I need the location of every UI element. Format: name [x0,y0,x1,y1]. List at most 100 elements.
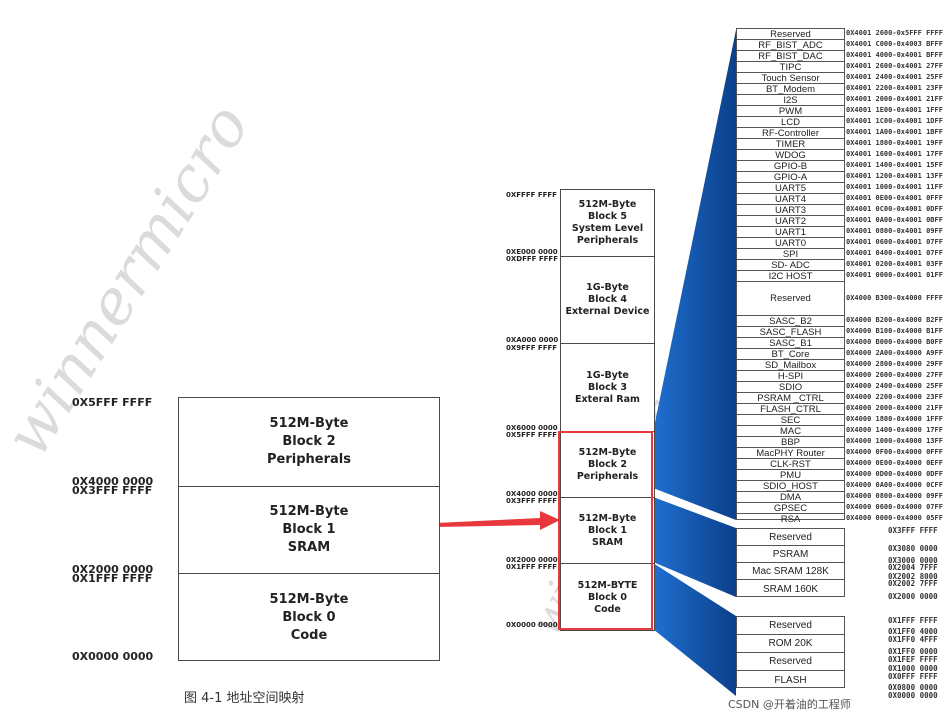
code-row: FLASH [774,674,807,686]
sram-row: Reserved [737,529,844,546]
peripheral-range: 0X4000 0800-0x4000 09FF [846,492,943,500]
sram-addr: 0X3FFF FFFF [888,526,938,535]
peripheral-row: TIPC [737,62,844,73]
left-memory-map: 512M-Byte Block 2 Peripherals 512M-Byte … [178,397,440,661]
code-addr: 0X1000 0000 [888,664,938,673]
peripheral-row: FLASH_CTRL [737,404,844,415]
code-addr: 0X1FFF FFFF [888,616,938,625]
peripheral-range: 0X4000 2800-0x4000 29FF [846,360,943,368]
peripheral-row: UART3 [737,205,844,216]
left-addr: 0X5FFF FFFF [72,396,153,409]
peripheral-row: RSA [780,514,801,525]
sram-addr: 0X2002 7FFF [888,579,938,588]
sram-addr: 0X3080 0000 [888,544,938,553]
peripheral-row: SDIO_HOST [737,481,844,492]
peripheral-range: 0X4000 0D00-0x4000 0DFF [846,470,943,478]
left-addr: 0X2000 0000 [72,563,154,576]
peripheral-range: 0X4001 2000-0x4001 21FF [846,95,943,103]
highlight-frame [558,431,653,630]
peripheral-row: GPSEC [737,503,844,514]
peripheral-row: SEC [737,415,844,426]
peripheral-range: 0X4000 2000-0x4000 21FF [846,404,943,412]
peripheral-row: Reserved [737,29,844,40]
code-addr: 0X1FF0 4000 [888,627,938,636]
peripheral-range: 0X4001 0000-0x4001 01FF [846,271,943,279]
csdn-footer: CSDN @开着油的工程师 [728,696,851,712]
peripheral-row: PMU [737,470,844,481]
peripheral-row: I2S [737,95,844,106]
mid-block-2: 512M-Byte Block 2 Peripherals [561,432,654,498]
sram-row: SRAM 160K [762,583,819,595]
peripheral-row: UART5 [737,183,844,194]
peripheral-row: PSRAM _CTRL [737,393,844,404]
peripheral-row: CLK-RST [737,459,844,470]
peripheral-row: SPI [737,249,844,260]
peripheral-row: BT_Modem [737,84,844,95]
peripheral-range: 0X4000 1800-0x4000 1FFF [846,415,943,423]
peripheral-range: 0X4000 B000-0x4000 B0FF [846,338,943,346]
peripheral-range: 0X4001 1400-0x4001 15FF [846,161,943,169]
code-row: Reserved [737,617,844,635]
peripheral-row: H-SPI [737,371,844,382]
peripheral-range: 0X4000 B100-0x4000 B1FF [846,327,943,335]
peripheral-row: RF_BIST_ADC [737,40,844,51]
peripheral-range: 0X4000 2600-0x4000 27FF [846,371,943,379]
peripheral-row: BBP [737,437,844,448]
code-addr: 0X1FEF FFFF [888,655,938,664]
peripheral-row: Reserved [737,282,844,316]
peripheral-row: UART4 [737,194,844,205]
mid-addr: 0X3FFF FFFF [506,497,558,505]
peripheral-range: 0X4000 1000-0x4000 13FF [846,437,943,445]
peripheral-range: 0X4000 2400-0x4000 25FF [846,382,943,390]
sram-table: Reserved PSRAM Mac SRAM 128K SRAM 160K [736,528,845,597]
peripheral-row: GPIO-B [737,161,844,172]
peripheral-row: UART2 [737,216,844,227]
peripheral-range: 0X4001 1A00-0x4001 1BFF [846,128,943,136]
mid-block-0: 512M-BYTE Block 0 Code [577,580,638,615]
peripheral-row: UART0 [737,238,844,249]
mid-addr: 0XFFFF FFFF [506,191,557,199]
left-block-2: 512M-Byte Block 2 Peripherals [179,398,439,487]
code-addr: 0X0FFF FFFF [888,672,938,681]
peripheral-row: MAC [737,426,844,437]
peripheral-range: 0X4001 0200-0x4001 03FF [846,260,943,268]
peripheral-range: 0X4001 0800-0x4001 09FF [846,227,943,235]
peripheral-range: 0X4000 0E00-0x4000 0EFF [846,459,943,467]
peripheral-row: TIMER [737,139,844,150]
figure-caption: 图 4-1 地址空间映射 [184,691,305,706]
peripheral-range: 0X4000 B200-0x4000 B2FF [846,316,943,324]
mid-addr: 0XE000 0000 [506,248,558,256]
left-addr: 0X0000 0000 [72,650,154,663]
peripheral-range: 0X4001 2600-0x4001 27FF [846,62,943,70]
peripheral-range: 0X4001 0600-0x4001 07FF [846,238,943,246]
peripheral-range: 0X4001 2600-0x5FFF FFFF [846,29,943,37]
peripheral-range: 0X4001 0400-0x4001 07FF [846,249,943,257]
fan-block2 [653,30,736,520]
peripheral-range: 0X4000 2A00-0x4000 A9FF [846,349,943,357]
sram-addr: 0X2004 7FFF [888,563,938,572]
peripheral-range: 0X4001 2200-0x4001 23FF [846,84,943,92]
peripheral-range: 0X4001 C000-0x4003 BFFF [846,40,943,48]
code-table: Reserved ROM 20K Reserved FLASH [736,616,845,688]
peripheral-row: SD- ADC [737,260,844,271]
peripheral-range: 0X4000 2200-0x4000 23FF [846,393,943,401]
mid-addr: 0XA000 0000 [506,336,559,344]
peripheral-range: 0X4001 1000-0x4001 11FF [846,183,943,191]
sram-addr: 0X3000 0000 [888,556,938,565]
left-addr: 0X3FFF FFFF [72,484,153,497]
peripheral-row: SASC_FLASH [737,327,844,338]
left-block-1: 512M-Byte Block 1 SRAM [179,487,439,574]
mid-addr: 0X1FFF FFFF [506,563,558,571]
peripheral-range: 0X4001 1600-0x4001 17FF [846,150,943,158]
peripheral-row: SASC_B1 [737,338,844,349]
left-addr: 0X1FFF FFFF [72,572,153,585]
peripheral-range: 0X4000 0A00-0x4000 0CFF [846,481,943,489]
peripheral-range: 0X4001 2400-0x4001 25FF [846,73,943,81]
fan-block0 [653,563,736,696]
peripheral-range: 0X4000 B300-0x4000 FFFF [846,293,943,302]
peripheral-range: 0X4000 0F00-0x4000 0FFF [846,448,943,456]
peripheral-range: 0X4001 1E00-0x4001 1FFF [846,106,943,114]
fan-block1 [653,497,736,597]
